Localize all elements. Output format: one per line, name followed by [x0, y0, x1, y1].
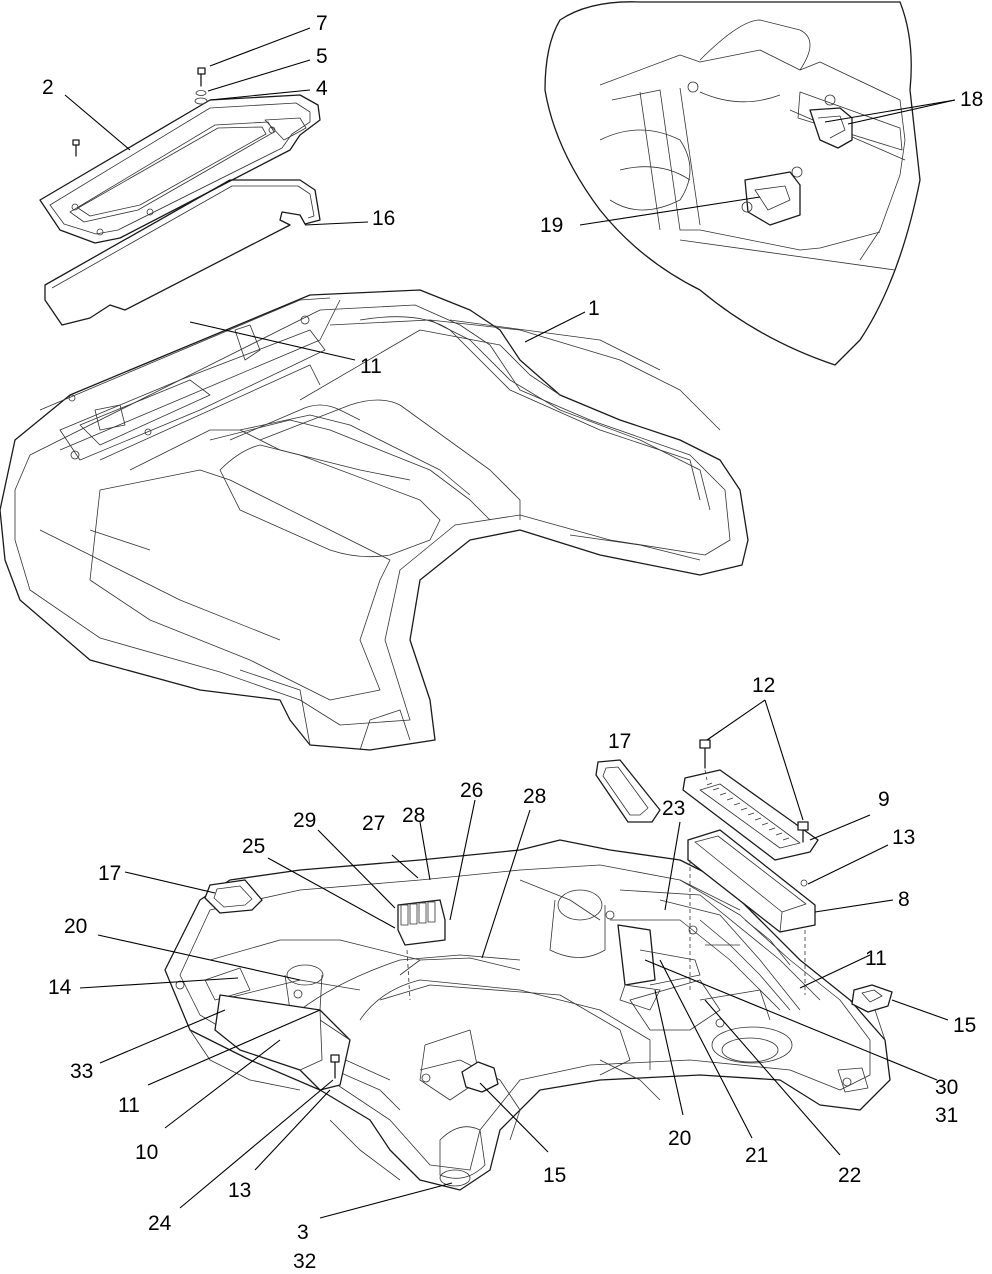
hull-underside-assembly [164, 839, 891, 1191]
callout-30: 30 [935, 1076, 958, 1099]
callout-19: 19 [540, 214, 563, 237]
callout-20-right: 20 [668, 1127, 691, 1150]
vent-grille-part-9 [682, 769, 819, 861]
callout-26: 26 [460, 779, 483, 802]
fastener-part-13-right [800, 879, 808, 887]
callout-13-left: 13 [228, 1179, 251, 1202]
callout-16: 16 [372, 207, 395, 230]
callout-17-hull: 17 [98, 862, 121, 885]
callout-13-right: 13 [892, 826, 915, 849]
callout-5: 5 [316, 45, 328, 68]
callout-2: 2 [42, 76, 54, 99]
clip-part-15-loose [851, 984, 893, 1013]
callout-7: 7 [316, 12, 328, 35]
callout-4: 4 [316, 77, 328, 100]
callout-8: 8 [898, 888, 910, 911]
bracket-part-10 [214, 994, 351, 1091]
screw-part-12-b [797, 821, 809, 843]
vent-box-part-8 [687, 829, 816, 933]
washer-part-5 [195, 90, 207, 96]
callout-14: 14 [48, 976, 72, 999]
callout-17-top: 17 [608, 730, 631, 753]
bracket-part-21 [617, 924, 701, 1011]
callout-31: 31 [935, 1104, 958, 1127]
callout-25: 25 [242, 835, 265, 858]
callout-27: 27 [362, 812, 385, 835]
leader-lines [64, 27, 956, 1219]
callout-20-left: 20 [64, 915, 87, 938]
callout-22: 22 [838, 1164, 861, 1187]
callout-9: 9 [878, 788, 890, 811]
callout-3: 3 [297, 1221, 309, 1244]
callout-1: 1 [588, 297, 600, 320]
callout-10: 10 [135, 1141, 158, 1164]
assembly-guide-lines [406, 769, 806, 1001]
callout-15-left: 15 [543, 1164, 566, 1187]
callout-12: 12 [752, 674, 775, 697]
deck-assembly-part-1 [0, 289, 749, 751]
gasket-part-16 [44, 179, 321, 326]
nut-part-4 [194, 97, 208, 105]
callout-11-right: 11 [865, 947, 887, 970]
screw-left [72, 139, 80, 157]
callout-11-deck: 11 [360, 355, 382, 378]
callout-21: 21 [745, 1144, 768, 1167]
screw-part-24 [330, 1054, 340, 1079]
fuse-block-part-26 [397, 899, 446, 946]
callout-28-right: 28 [523, 785, 546, 808]
callout-18: 18 [960, 88, 983, 111]
callout-29: 29 [293, 809, 316, 832]
cover-plate-part-2 [39, 94, 321, 244]
seal-part-17-loose [595, 759, 661, 823]
clip-part-15-hull [461, 1061, 499, 1093]
callout-28-left: 28 [402, 804, 425, 827]
callout-23: 23 [662, 797, 685, 820]
callout-15-right: 15 [953, 1014, 976, 1037]
screw-part-7 [197, 67, 206, 87]
callout-32: 32 [293, 1250, 316, 1273]
callout-labels: 7 5 4 2 16 11 1 18 19 12 17 9 13 8 26 28… [42, 12, 983, 1273]
callout-33: 33 [70, 1060, 93, 1083]
seal-part-17-hull [204, 879, 263, 914]
callout-24: 24 [148, 1212, 172, 1235]
callout-11-left: 11 [118, 1094, 140, 1117]
inset-detail-view [544, 1, 921, 366]
screw-part-12-a [699, 739, 711, 769]
